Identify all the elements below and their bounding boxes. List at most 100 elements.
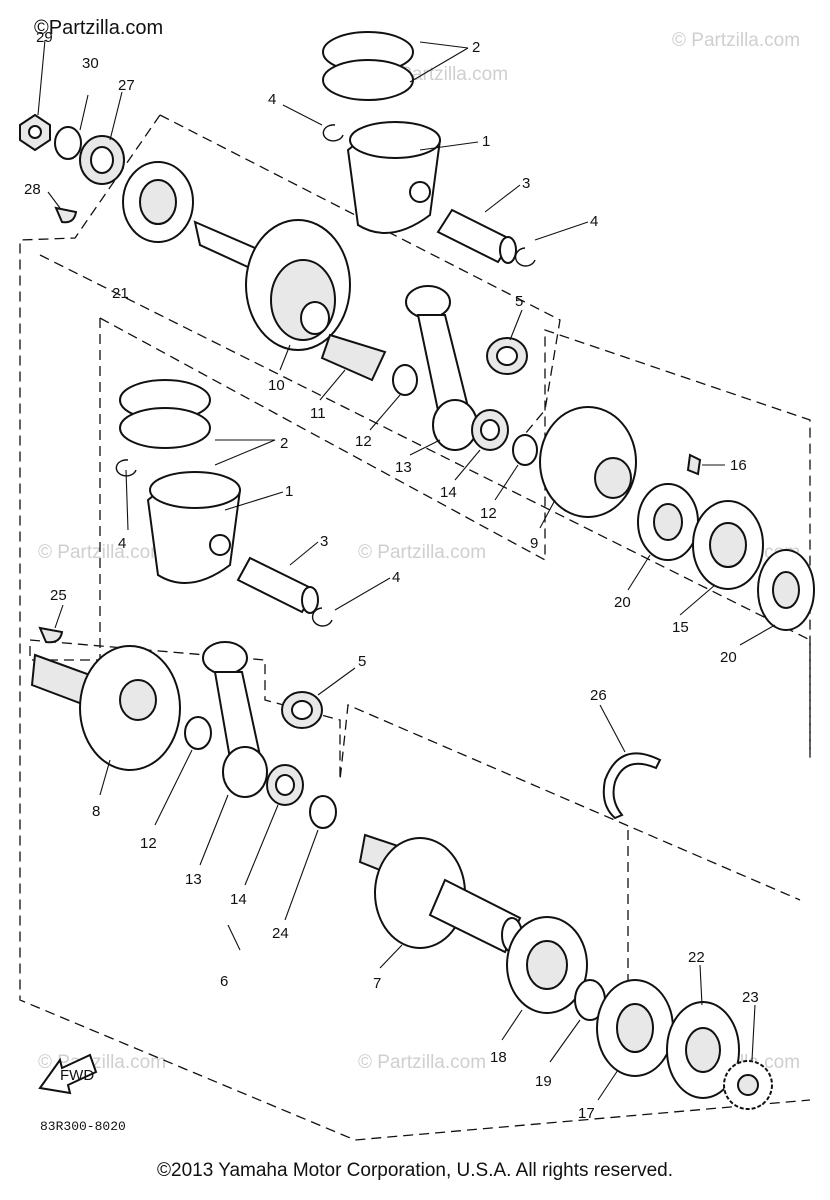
piston-rings-lower [119, 379, 211, 449]
piston-lower [146, 471, 242, 584]
part-label: 9 [530, 535, 538, 552]
part-label: 12 [140, 835, 157, 852]
crank-web-9 [539, 406, 637, 518]
part-label: 4 [392, 569, 400, 586]
part-label: 30 [82, 55, 99, 72]
circlip-upper-left [322, 124, 344, 142]
part-label: 7 [373, 975, 381, 992]
bearing-18 [506, 916, 588, 1014]
part-label: 12 [480, 505, 497, 522]
circlip-lower-right [311, 607, 333, 627]
circlip-26 [602, 752, 662, 820]
exploded-view-svg: ©Partzilla.com © Partzilla.com © Partzil… [19, 17, 815, 1141]
part-label: 20 [720, 649, 737, 666]
part-label: 8 [92, 803, 100, 820]
part-label: 2 [280, 435, 288, 452]
piston-rings-upper [322, 31, 414, 101]
connecting-rod-lower [202, 641, 268, 798]
part-label: 29 [36, 29, 53, 46]
needle-bearing-5-lower [281, 691, 323, 729]
part-label: 4 [118, 535, 126, 552]
part-label: 14 [230, 891, 247, 908]
part-label: 1 [482, 133, 490, 150]
part-label: 19 [535, 1073, 552, 1090]
part-label: 23 [742, 989, 759, 1006]
sprocket-23 [723, 1060, 773, 1110]
part-label: 11 [310, 405, 326, 422]
part-label: 5 [358, 653, 366, 670]
part-label: 17 [578, 1105, 595, 1122]
circlip-upper-right [514, 247, 536, 267]
seal-20-right [757, 549, 815, 631]
piston-pin-upper [436, 208, 517, 264]
key-25 [38, 626, 64, 644]
part-label: 5 [515, 293, 523, 310]
watermark: © Partzilla.com [672, 30, 800, 51]
nut-29 [19, 113, 51, 152]
leader-lines [37, 39, 776, 1101]
watermark: © Partzilla.com [358, 1052, 486, 1073]
needle-bearing-14-lower [266, 764, 304, 806]
part-label: 25 [50, 587, 67, 604]
watermark: © Partzilla.com [358, 542, 486, 563]
part-label: 13 [185, 871, 202, 888]
part-label: 21 [112, 285, 129, 302]
parts-diagram: ©Partzilla.com © Partzilla.com © Partzil… [19, 17, 815, 1141]
part-label: 13 [395, 459, 412, 476]
part-label: 4 [268, 91, 276, 108]
crank-half-7 [358, 833, 523, 954]
assembly-outline-rod [99, 317, 811, 760]
connecting-rod-upper [405, 285, 478, 451]
bearing-21 [122, 161, 194, 243]
bearing-17 [596, 979, 674, 1077]
pin-16 [686, 453, 702, 476]
piston-upper [346, 121, 442, 234]
part-label: 2 [472, 39, 480, 56]
part-label: 14 [440, 484, 457, 501]
part-label: 22 [688, 949, 705, 966]
part-label: 1 [285, 483, 293, 500]
bearing-15 [692, 500, 764, 590]
watermark: © Partzilla.com [38, 542, 166, 563]
part-label: 27 [118, 77, 135, 94]
part-label: 12 [355, 433, 372, 450]
needle-bearing-14-upper [471, 409, 509, 451]
crank-pin-11 [320, 333, 387, 382]
key-28 [54, 206, 78, 224]
washer-12-upper [392, 364, 418, 396]
part-label: 4 [590, 213, 598, 230]
watermark-top-left: ©Partzilla.com [34, 17, 163, 39]
part-label: 3 [320, 533, 328, 550]
part-label: 3 [522, 175, 530, 192]
fwd-label: FWD [60, 1067, 94, 1084]
piston-pin-lower [236, 556, 319, 614]
assembly-outline-lower [29, 639, 801, 901]
circlip-lower-left [115, 459, 137, 477]
seal-27 [79, 135, 125, 185]
part-label: 16 [730, 457, 747, 474]
diagram-code: 83R300-8020 [40, 1119, 126, 1134]
part-label: 20 [614, 594, 631, 611]
part-label: 24 [272, 925, 289, 942]
washer-12-mid [512, 434, 538, 466]
part-labels: 29 30 27 28 21 2 4 1 3 4 5 10 11 12 13 1… [24, 29, 759, 1122]
part-label: 6 [220, 973, 228, 990]
washer-12-lower [184, 716, 212, 750]
part-label: 18 [490, 1049, 507, 1066]
part-label: 26 [590, 687, 607, 704]
seal-20-left [637, 483, 699, 561]
washer-24 [309, 795, 337, 829]
seal-22 [666, 1001, 740, 1099]
assembly-outline-inner [29, 318, 101, 661]
crank-half-10 [193, 219, 351, 351]
part-label: 28 [24, 181, 41, 198]
assembly-outline-left [19, 114, 811, 1141]
assembly-outline-crank [39, 254, 811, 750]
washer-30 [54, 126, 82, 160]
crank-half-8 [30, 645, 181, 771]
part-label: 15 [672, 619, 689, 636]
fwd-arrow-icon: FWD [38, 1053, 98, 1095]
part-label: 10 [268, 377, 285, 394]
copyright-notice: ©2013 Yamaha Motor Corporation, U.S.A. A… [157, 1160, 673, 1181]
needle-bearing-5-upper [486, 337, 528, 375]
